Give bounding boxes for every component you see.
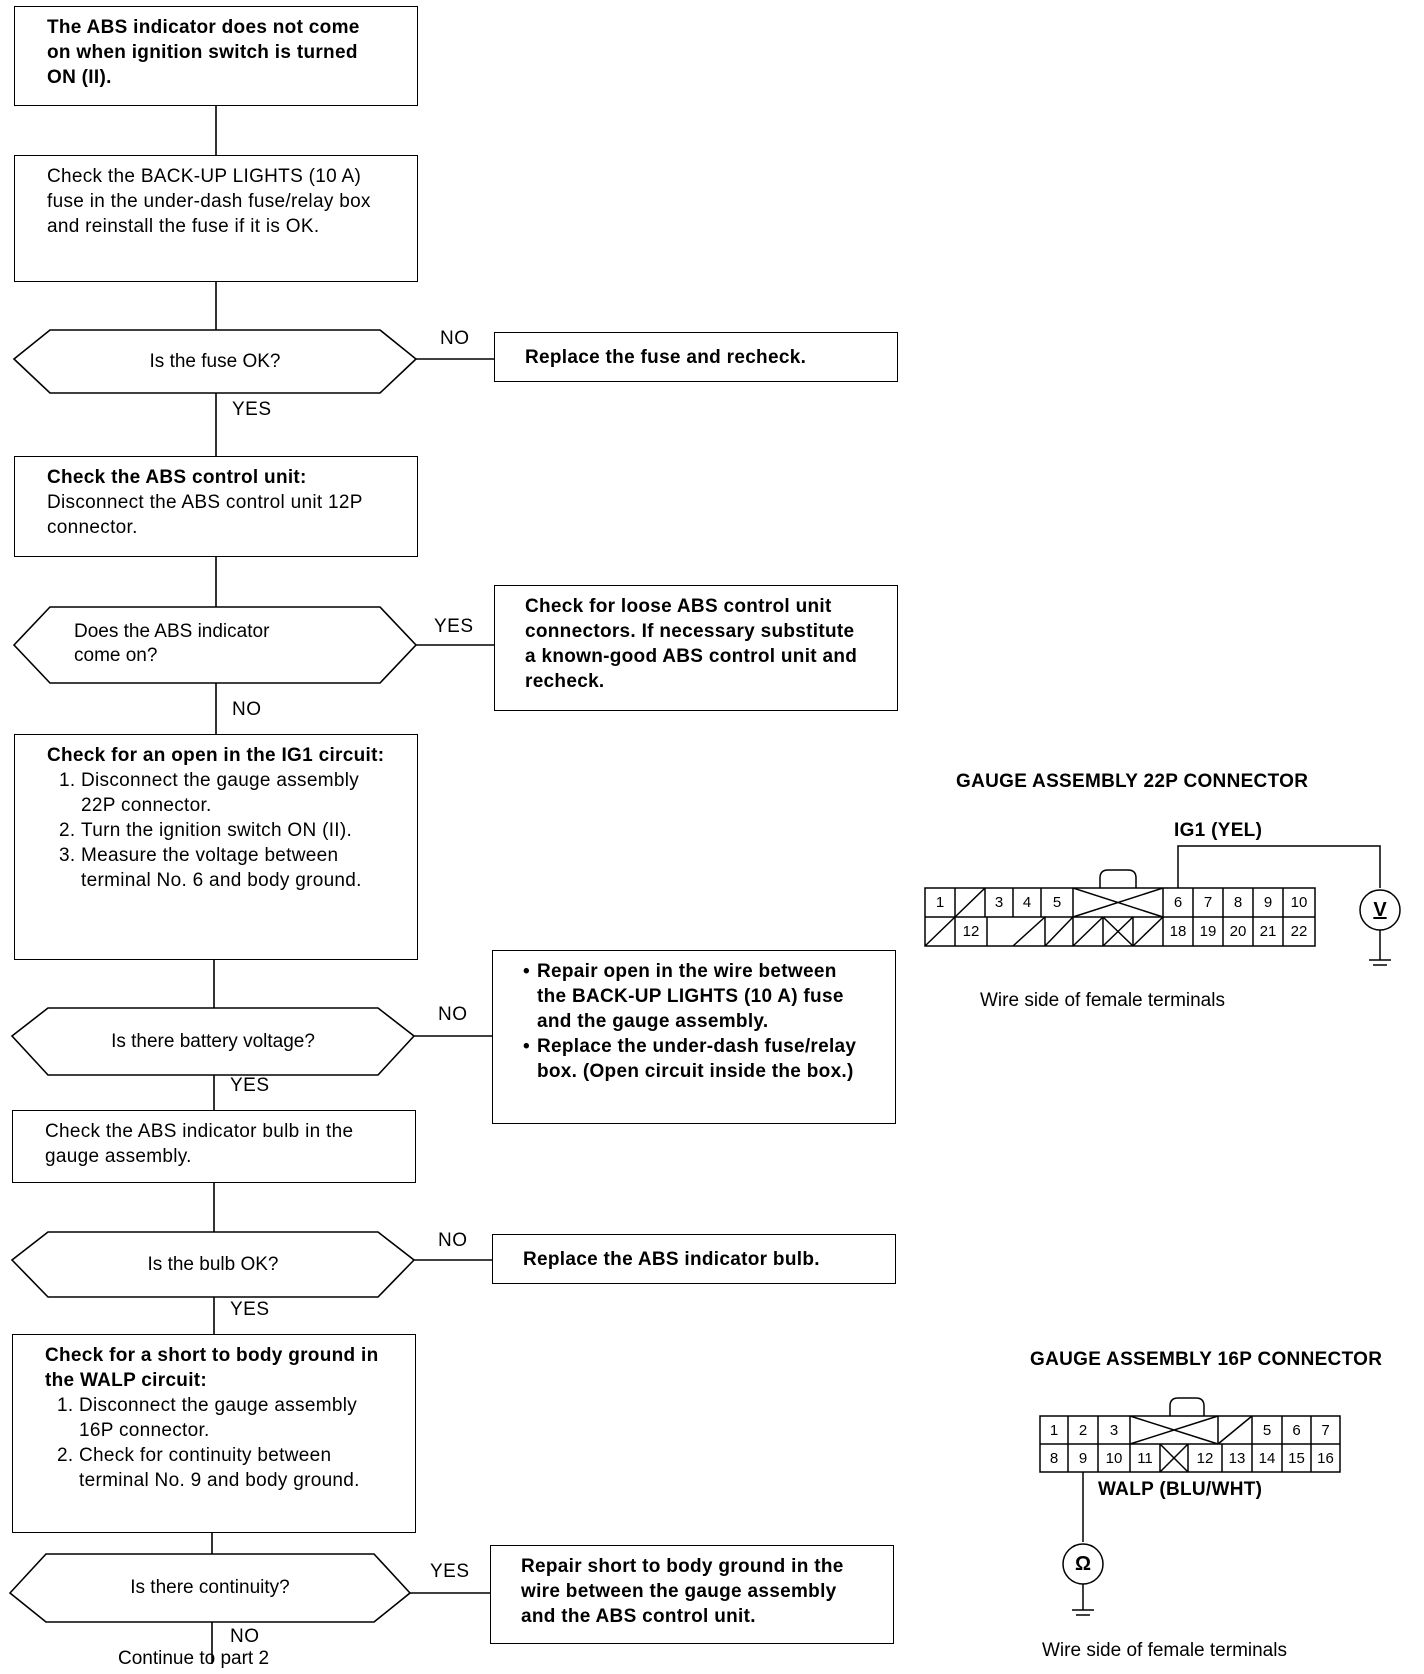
terminal-22p: 7: [1203, 894, 1213, 911]
label-no-fuse: NO: [440, 328, 470, 349]
check-bulb-text: Check the ABS indicator bulb in the gaug…: [45, 1121, 354, 1167]
repair-short-text: Repair short to body ground in the wire …: [521, 1556, 844, 1627]
start-box: The ABS indicator does not come on when …: [14, 6, 418, 106]
label-no-indicator: NO: [232, 699, 262, 720]
repair-open-item: Replace the under-dash fuse/relay box. (…: [523, 1034, 865, 1084]
question-bulb: Is the bulb OK?: [147, 1253, 279, 1275]
terminal-16p: 6: [1292, 1421, 1301, 1439]
replace-fuse-text: Replace the fuse and recheck.: [525, 347, 807, 368]
check-fuse-text: Check the BACK-UP LIGHTS (10 A) fuse in …: [47, 166, 371, 237]
label-yes-indicator: YES: [434, 616, 474, 637]
check-ig1-step: Turn the ignition switch ON (II).: [81, 818, 385, 843]
label-yes-fuse: YES: [232, 399, 272, 420]
start-text: The ABS indicator does not come on when …: [47, 17, 360, 88]
terminal-22p: 5: [1052, 894, 1062, 911]
terminal-16p: 15: [1288, 1449, 1305, 1467]
connector-22p-drawing: [924, 845, 1401, 966]
connector-16p-title: GAUGE ASSEMBLY 16P CONNECTOR: [1030, 1349, 1383, 1370]
replace-bulb-box: Replace the ABS indicator bulb.: [492, 1234, 896, 1284]
terminal-16p: 13: [1228, 1449, 1246, 1467]
terminal-22p: 9: [1263, 894, 1273, 911]
terminal-22p: 19: [1199, 923, 1217, 940]
label-no-continuity: NO: [230, 1626, 260, 1647]
label-yes-continuity: YES: [430, 1561, 470, 1582]
question-battery: Is there battery voltage?: [111, 1030, 315, 1052]
replace-bulb-text: Replace the ABS indicator bulb.: [523, 1249, 820, 1270]
terminal-22p: 3: [994, 894, 1004, 911]
repair-open-box: Repair open in the wire between the BACK…: [492, 950, 896, 1124]
repair-open-list: Repair open in the wire between the BACK…: [523, 959, 865, 1084]
connector-16p-caption: Wire side of female terminals: [1042, 1640, 1287, 1661]
check-walp-title: Check for a short to body ground in the …: [45, 1345, 379, 1391]
terminal-16p: 5: [1262, 1421, 1272, 1439]
check-abs-body: Disconnect the ABS control unit 12P conn…: [47, 492, 363, 538]
decision-fuse: [12, 329, 418, 394]
question-indicator: Does the ABS indicator come on?: [74, 621, 270, 666]
connector-16p-drawing: [1039, 1397, 1341, 1616]
terminal-22p: 21: [1259, 923, 1277, 940]
voltmeter-icon: V: [1373, 898, 1387, 921]
check-ig1-step: Disconnect the gauge assembly 22P connec…: [81, 768, 385, 818]
question-fuse: Is the fuse OK?: [149, 350, 281, 372]
check-fuse-box: Check the BACK-UP LIGHTS (10 A) fuse in …: [14, 155, 418, 282]
terminal-22p: 20: [1229, 923, 1247, 940]
check-walp-steps: Disconnect the gauge assembly 16P connec…: [45, 1393, 383, 1493]
decision-battery: [10, 1007, 416, 1076]
check-ig1-steps: Disconnect the gauge assembly 22P connec…: [47, 768, 385, 893]
terminal-16p: 11: [1137, 1449, 1153, 1467]
check-ig1-title: Check for an open in the IG1 circuit:: [47, 745, 385, 766]
label-no-battery: NO: [438, 1004, 468, 1025]
question-continuity: Is there continuity?: [130, 1577, 290, 1598]
terminal-16p: 12: [1196, 1449, 1214, 1467]
terminal-22p: 12: [962, 923, 980, 940]
connector-22p-title: GAUGE ASSEMBLY 22P CONNECTOR: [956, 771, 1309, 792]
terminal-16p: 14: [1258, 1449, 1276, 1467]
loose-connectors-text: Check for loose ABS control unit connect…: [525, 596, 858, 692]
check-walp-step: Check for continuity between terminal No…: [79, 1443, 383, 1493]
connector-22p-wire-label: IG1 (YEL): [1174, 820, 1263, 841]
continue-note: Continue to part 2: [118, 1648, 270, 1669]
decision-bulb: [10, 1231, 416, 1298]
terminal-16p: 2: [1078, 1421, 1088, 1439]
replace-fuse-box: Replace the fuse and recheck.: [494, 332, 898, 382]
connector-16p-wire-label: WALP (BLU/WHT): [1098, 1479, 1263, 1500]
label-no-bulb: NO: [438, 1230, 468, 1251]
terminal-22p: 4: [1022, 894, 1032, 911]
terminal-16p: 10: [1105, 1449, 1123, 1467]
loose-connectors-box: Check for loose ABS control unit connect…: [494, 585, 898, 711]
check-bulb-box: Check the ABS indicator bulb in the gaug…: [12, 1110, 416, 1183]
check-ig1-box: Check for an open in the IG1 circuit: Di…: [14, 734, 418, 960]
terminal-22p: 18: [1169, 923, 1187, 940]
check-ig1-step: Measure the voltage between terminal No.…: [81, 843, 385, 893]
terminal-16p: 3: [1109, 1421, 1119, 1439]
repair-open-item: Repair open in the wire between the BACK…: [523, 959, 865, 1034]
decision-indicator: [12, 606, 418, 684]
label-yes-bulb: YES: [230, 1299, 270, 1320]
terminal-22p: 10: [1290, 894, 1308, 911]
terminal-22p: 1: [935, 894, 945, 911]
ohmmeter-icon: Ω: [1074, 1552, 1092, 1575]
terminal-16p: 16: [1317, 1449, 1334, 1467]
check-abs-box: Check the ABS control unit: Disconnect t…: [14, 456, 418, 557]
connector-22p-caption: Wire side of female terminals: [980, 990, 1225, 1011]
check-abs-title: Check the ABS control unit:: [47, 467, 307, 488]
check-walp-step: Disconnect the gauge assembly 16P connec…: [79, 1393, 383, 1443]
check-walp-box: Check for a short to body ground in the …: [12, 1334, 416, 1533]
label-yes-battery: YES: [230, 1075, 270, 1096]
decision-continuity: [8, 1553, 412, 1623]
terminal-16p: 7: [1321, 1421, 1330, 1439]
terminal-22p: 6: [1173, 894, 1183, 911]
terminal-16p: 9: [1078, 1449, 1088, 1467]
terminal-16p: 1: [1049, 1421, 1059, 1439]
terminal-22p: 22: [1290, 923, 1308, 940]
terminal-22p: 8: [1233, 894, 1243, 911]
terminal-16p: 8: [1049, 1449, 1059, 1467]
repair-short-box: Repair short to body ground in the wire …: [490, 1545, 894, 1644]
